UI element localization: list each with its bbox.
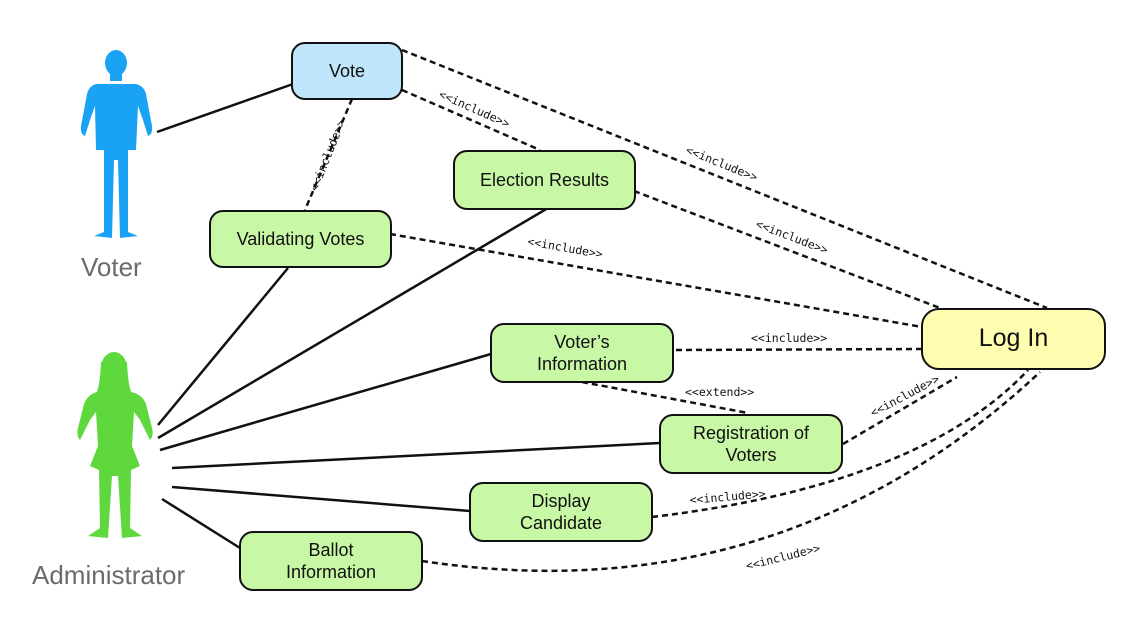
include-label: <<include>> (751, 331, 827, 345)
dep-ballot-login (421, 371, 1041, 573)
assoc-admin-ballot (161, 497, 241, 550)
voter-label: Voter (81, 252, 142, 282)
use-case-label: Registration of Voters (692, 422, 810, 466)
use-case-display-candidate[interactable]: Display Candidate (469, 482, 653, 542)
use-case-log-in[interactable]: Log In (921, 308, 1106, 370)
assoc-admin-display (171, 485, 471, 513)
include-label: <<include>> (689, 486, 766, 507)
dep-vote-validating (303, 98, 354, 211)
include-label: <<include>> (744, 541, 821, 573)
administrator-label: Administrator (32, 560, 186, 590)
use-case-label: Log In (978, 324, 1049, 353)
use-case-election-results[interactable]: Election Results (453, 150, 636, 210)
use-case-vote[interactable]: Vote (291, 42, 403, 100)
dep-vote-login (401, 48, 1048, 310)
use-case-label: Voter’s Information (536, 331, 628, 375)
dep-voterinfo-login (675, 347, 923, 352)
dep-display-login (651, 369, 1029, 519)
use-case-label: Vote (328, 60, 366, 81)
use-case-validating-votes[interactable]: Validating Votes (209, 210, 392, 268)
include-label: <<include>> (754, 217, 830, 257)
use-case-registration-of-voters[interactable]: Registration of Voters (659, 414, 843, 474)
dep-validating-login (389, 232, 923, 329)
assoc-admin-voterinfo (159, 352, 492, 452)
voter-actor-icon (80, 50, 153, 238)
include-label: <<include>> (526, 234, 604, 261)
use-case-ballot-information[interactable]: Ballot Information (239, 531, 423, 591)
dep-voterinfo-registration (581, 380, 749, 415)
dep-registration-login (842, 375, 958, 446)
administrator-actor-icon (77, 352, 153, 538)
include-label: <<include>> (868, 371, 942, 419)
use-case-label: Election Results (479, 169, 610, 190)
use-case-label: Ballot Information (285, 539, 377, 583)
assoc-admin-election (157, 206, 549, 440)
assoc-admin-validating (157, 267, 289, 426)
assoc-admin-registration (171, 441, 661, 470)
dep-vote-election (401, 88, 541, 152)
dep-election-login (633, 189, 941, 310)
use-case-label: Validating Votes (236, 228, 365, 249)
include-label: <<include>> (307, 117, 349, 193)
include-label: <<include>> (437, 87, 512, 131)
use-case-voters-information[interactable]: Voter’s Information (490, 323, 674, 383)
extend-label: <<extend>> (685, 385, 754, 399)
assoc-voter-vote (156, 82, 294, 134)
use-case-label: Display Candidate (519, 490, 603, 534)
